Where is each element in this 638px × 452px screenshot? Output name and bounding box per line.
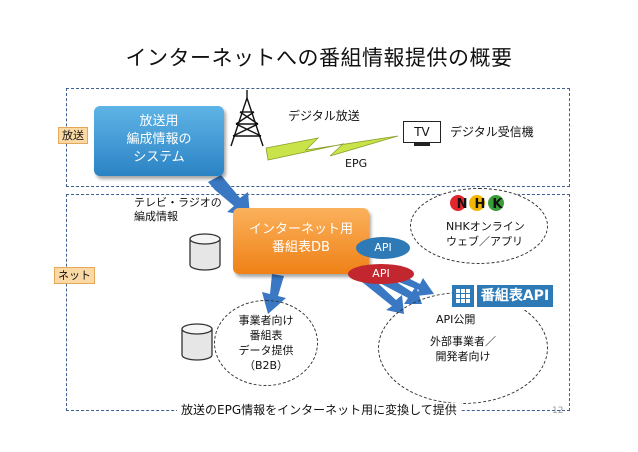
b2b-line2: 番組表 xyxy=(249,329,283,342)
b2b-line1: 事業者向け xyxy=(238,314,294,327)
diagram-title: インターネットへの番組情報提供の概要 xyxy=(125,46,513,70)
lightning-bolt-icon xyxy=(265,135,399,161)
b2b-line3: データ提供 xyxy=(238,344,294,357)
tv-icon: TV xyxy=(403,121,441,143)
nhk-online-line2: ウェブ／アプリ xyxy=(446,235,523,248)
digital-receiver-label: デジタル受信機 xyxy=(450,125,534,139)
epg-label: EPG xyxy=(345,157,368,170)
b2b-line4: （B2B） xyxy=(243,359,289,372)
arrow-broadcast-to-db xyxy=(208,175,250,216)
internet-db-line2: 番組表DB xyxy=(272,240,330,255)
digital-broadcast-label: デジタル放送 xyxy=(288,109,360,123)
api-public-label: API公開 xyxy=(436,313,476,326)
api-pill-top: API xyxy=(356,237,410,259)
external-line1: 外部事業者／ xyxy=(430,335,496,348)
nhk-online-line1: NHKオンライン xyxy=(446,220,525,233)
bangumi-api-logo: 番組表API xyxy=(452,282,554,310)
external-line2: 開発者向け xyxy=(435,350,491,363)
api-pill-bottom: API xyxy=(348,264,414,284)
database-icon xyxy=(188,232,222,272)
broadcast-zone-label: 放送 xyxy=(58,127,88,144)
broadcast-box-line3: システム xyxy=(133,150,185,165)
transmission-tower-icon xyxy=(230,90,264,147)
tv-stand-icon xyxy=(414,143,430,146)
nhk-logo-text: NHK xyxy=(457,197,510,212)
bangumi-api-grid-icon xyxy=(452,285,474,307)
tv-radio-info-line1: テレビ・ラジオの xyxy=(134,196,222,209)
bangumi-api-logo-text: 番組表API xyxy=(477,285,553,307)
bottom-caption: 放送のEPG情報をインターネット用に変換して提供 xyxy=(177,403,461,417)
internet-program-db-box: インターネット用 番組表DB xyxy=(233,208,369,274)
net-zone-label: ネット xyxy=(54,267,95,284)
broadcast-box-line2: 編成情報の xyxy=(126,132,192,147)
internet-db-line1: インターネット用 xyxy=(248,222,353,237)
broadcast-schedule-system-box: 放送用 編成情報の システム xyxy=(94,106,224,176)
database-icon-b2b xyxy=(180,322,214,362)
broadcast-box-line1: 放送用 xyxy=(139,114,179,129)
tv-radio-info-line2: 編成情報 xyxy=(134,210,178,223)
b2b-ellipse xyxy=(214,300,318,386)
page-number: 12 xyxy=(552,406,564,416)
nhk-logo: NHK xyxy=(448,194,518,212)
